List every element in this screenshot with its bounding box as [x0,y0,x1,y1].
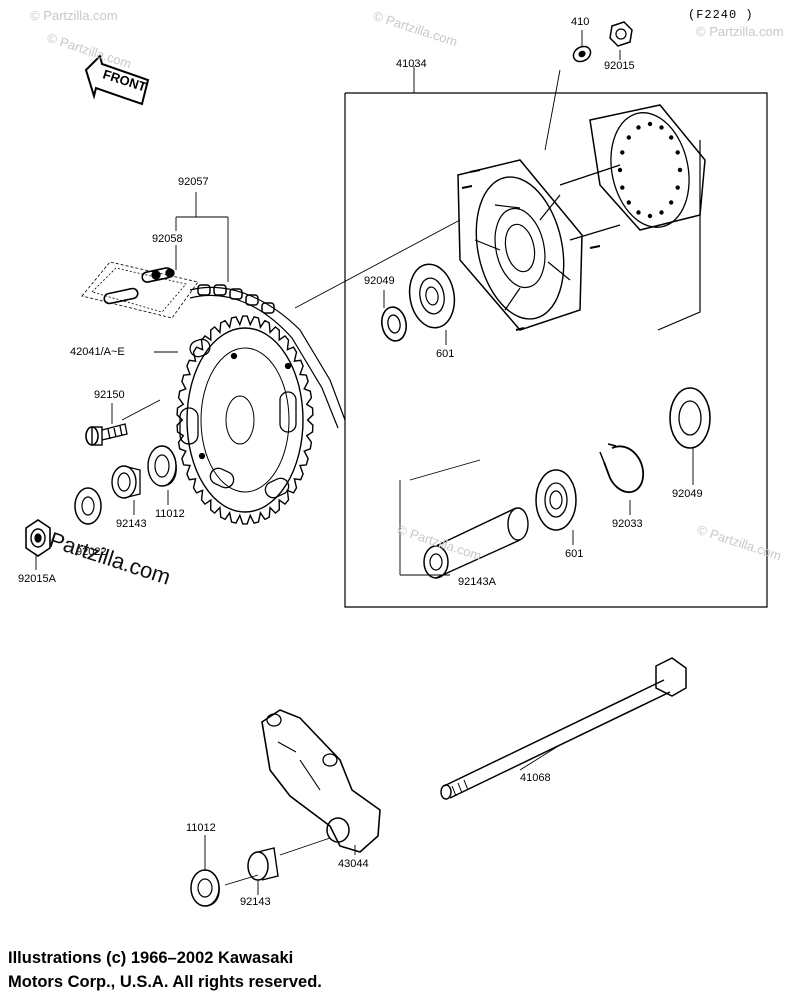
leader-lines [35,30,694,895]
oil-seal-lower [669,387,711,449]
part-label-92049-lower: 92049 [672,488,703,500]
copyright-notice: Illustrations (c) 1966–2002 Kawasaki Mot… [8,946,322,994]
hub-spoke-hole [620,150,625,155]
axle-washer-top [572,45,592,63]
figure-code: (F2240 ) [688,8,754,22]
hub-spoke-hole [636,125,641,130]
drive-chain [189,284,346,429]
hub-spoke-hole [675,150,680,155]
copyright-line-2: Motors Corp., U.S.A. All rights reserved… [8,973,322,991]
collar-upper [147,445,177,487]
part-label-42041: 42041/A~E [70,346,125,358]
bearing-upper [408,263,456,329]
washer [74,487,102,525]
hub-spoke-hole [620,185,625,190]
part-label-92015: 92015 [604,60,635,72]
part-label-410: 410 [571,16,590,28]
hub-spoke-hole [636,210,641,215]
rear-sprocket [176,315,314,525]
circlip [599,443,645,493]
rear-axle [440,657,687,800]
part-label-41034: 41034 [396,58,427,70]
hub-spoke-hole [677,167,683,173]
hub-spoke-hole [675,185,680,190]
copyright-line-1: Illustrations (c) 1966–2002 Kawasaki [8,949,294,967]
part-label-92033: 92033 [612,518,643,530]
part-label-11012-upper: 11012 [155,508,185,520]
part-label-92015a: 92015A [18,573,56,585]
hub-spoke-hole [626,200,631,205]
bearing-lower [535,469,577,531]
sprocket-nut [25,519,51,557]
hub-assembly-box [344,92,768,608]
axle-nut-top [609,21,633,47]
spacer-lower [247,847,279,881]
watermark-top-right: © Partzilla.com [696,24,784,39]
part-label-92150: 92150 [94,389,125,401]
part-label-92058: 92058 [152,233,183,245]
hub-spoke-hole [669,200,674,205]
part-label-41068: 41068 [520,772,551,784]
part-label-92049-upper: 92049 [364,275,395,287]
hub-spoke-hole [647,213,653,219]
sprocket-bolt [85,423,128,446]
sprocket-teeth-outline [176,315,314,525]
part-label-92057: 92057 [178,176,209,188]
hub-spoke-hole [669,135,674,140]
part-label-92143-lower: 92143 [240,896,271,908]
part-label-92022: 92022 [76,546,107,558]
hub-spacer [423,507,529,579]
part-label-601-upper: 601 [436,348,455,360]
rear-hub [457,104,706,331]
oil-seal-upper [381,306,407,342]
master-link [81,261,199,319]
part-label-11012-lower: 11012 [186,822,216,834]
part-label-601-lower: 601 [565,548,584,560]
watermark-top-left: © Partzilla.com [30,8,118,23]
collar-lower [190,869,220,907]
hub-spoke-hole [617,167,623,173]
hub-spoke-hole [647,121,653,127]
spacer [111,465,141,499]
hub-spoke-hole [626,135,631,140]
part-label-92143a: 92143A [458,576,496,588]
caliper-bracket [261,709,381,853]
hub-spoke-hole [659,210,664,215]
hub-spoke-hole [659,125,664,130]
part-label-43044: 43044 [338,858,369,870]
part-label-92143-upper: 92143 [116,518,147,530]
